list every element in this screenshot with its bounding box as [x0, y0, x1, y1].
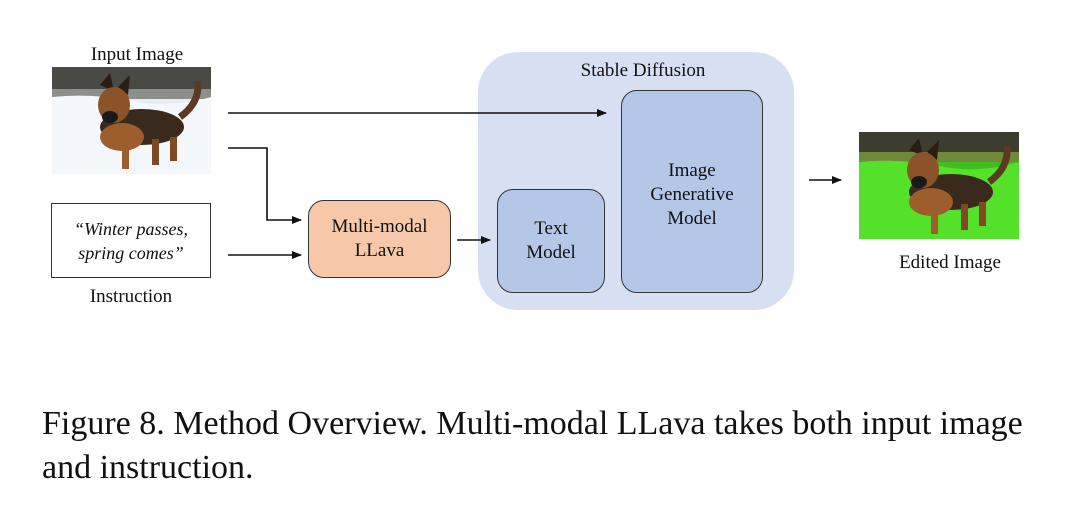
- instruction-label: Instruction: [89, 286, 173, 307]
- edited-image-label: Edited Image: [899, 252, 1001, 273]
- llava-box: Multi-modal LLava: [308, 200, 451, 278]
- stable-diffusion-label: Stable Diffusion: [580, 60, 706, 81]
- arrow-image-to-llava: [228, 147, 302, 224]
- text-model-box: Text Model: [497, 189, 605, 293]
- instruction-box: “Winter passes, spring comes”: [51, 203, 211, 278]
- edited-image: [859, 132, 1019, 239]
- figure-caption: Figure 8. Method Overview. Multi-modal L…: [42, 405, 1023, 486]
- generative-model-box: Image Generative Model: [621, 90, 763, 293]
- input-image: [52, 67, 211, 174]
- input-image-label: Input Image: [90, 44, 184, 65]
